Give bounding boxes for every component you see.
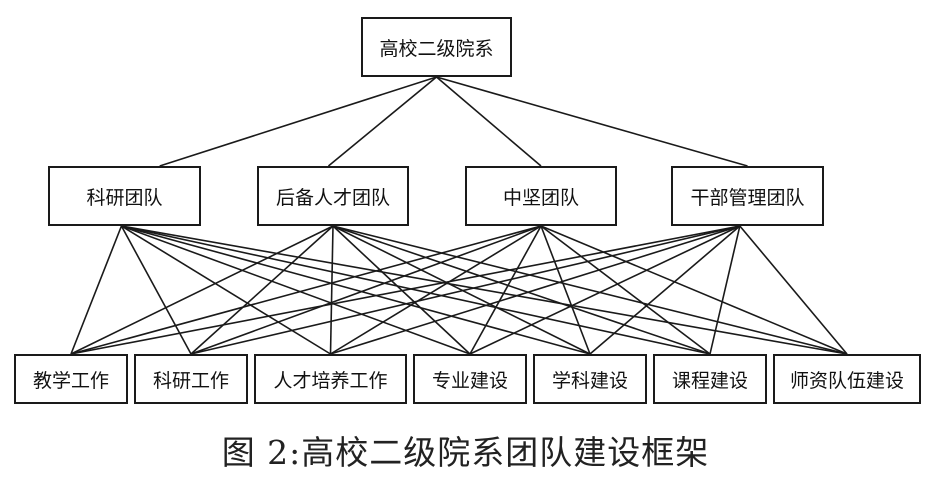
team-to-task-line — [589, 225, 741, 355]
team-node-reserve-talent: 后备人才团队 — [257, 166, 409, 226]
team-to-task-line — [120, 225, 192, 355]
team-to-task-line — [739, 225, 848, 355]
root-to-team-line — [435, 76, 542, 167]
task-node-label: 课程建设 — [671, 369, 748, 392]
team-to-task-line — [70, 225, 542, 355]
task-node-label: 人才培养工作 — [273, 369, 388, 392]
team-to-task-line — [121, 225, 471, 355]
team-to-task-line — [330, 225, 542, 355]
root-to-team-line — [327, 76, 438, 167]
task-node-label: 学科建设 — [551, 369, 628, 392]
team-to-task-line — [540, 225, 848, 355]
team-node-label: 科研团队 — [86, 186, 163, 209]
task-node-label: 专业建设 — [431, 369, 508, 392]
task-node-major-construction: 专业建设 — [413, 354, 527, 404]
team-node-research: 科研团队 — [48, 166, 201, 226]
task-node-label: 教学工作 — [32, 369, 109, 392]
team-to-task-line — [121, 225, 848, 355]
team-to-task-line — [121, 225, 591, 355]
team-to-task-line — [329, 225, 334, 355]
team-node-label: 中坚团队 — [502, 186, 579, 209]
task-node-research-work: 科研工作 — [134, 354, 248, 404]
root-node-label: 高校二级院系 — [379, 37, 494, 60]
team-to-task-line — [70, 225, 334, 355]
root-to-team-line — [436, 76, 748, 167]
team-to-task-line — [709, 225, 741, 355]
task-node-talent-cultivation: 人才培养工作 — [254, 354, 407, 404]
team-to-task-line — [121, 225, 331, 355]
team-to-task-line — [121, 225, 711, 355]
team-to-task-line — [540, 225, 711, 355]
team-to-task-line — [469, 225, 741, 355]
team-to-task-line — [330, 225, 741, 355]
connector-lines — [70, 76, 848, 355]
team-node-label: 干部管理团队 — [690, 186, 805, 209]
team-to-task-line — [190, 225, 741, 355]
figure-caption: 图 2:高校二级院系团队建设框架 — [221, 433, 710, 472]
team-to-task-line — [469, 225, 542, 355]
task-node-discipline-construction: 学科建设 — [533, 354, 647, 404]
team-to-task-line — [70, 225, 123, 355]
team-to-task-line — [540, 225, 591, 355]
team-to-task-line — [332, 225, 848, 355]
root-to-team-line — [159, 76, 437, 167]
team-to-task-line — [70, 225, 741, 355]
team-node-cadre-management: 干部管理团队 — [671, 166, 824, 226]
root-node-college-department: 高校二级院系 — [361, 17, 512, 77]
team-node-core: 中坚团队 — [465, 166, 617, 226]
team-to-task-line — [332, 225, 591, 355]
task-node-teaching: 教学工作 — [14, 354, 128, 404]
task-node-faculty-construction: 师资队伍建设 — [773, 354, 921, 404]
task-node-curriculum-construction: 课程建设 — [653, 354, 767, 404]
team-to-task-line — [332, 225, 711, 355]
task-node-label: 师资队伍建设 — [789, 369, 904, 392]
task-node-label: 科研工作 — [152, 369, 229, 392]
team-to-task-line — [190, 225, 334, 355]
team-to-task-line — [190, 225, 542, 355]
team-node-label: 后备人才团队 — [275, 186, 390, 209]
